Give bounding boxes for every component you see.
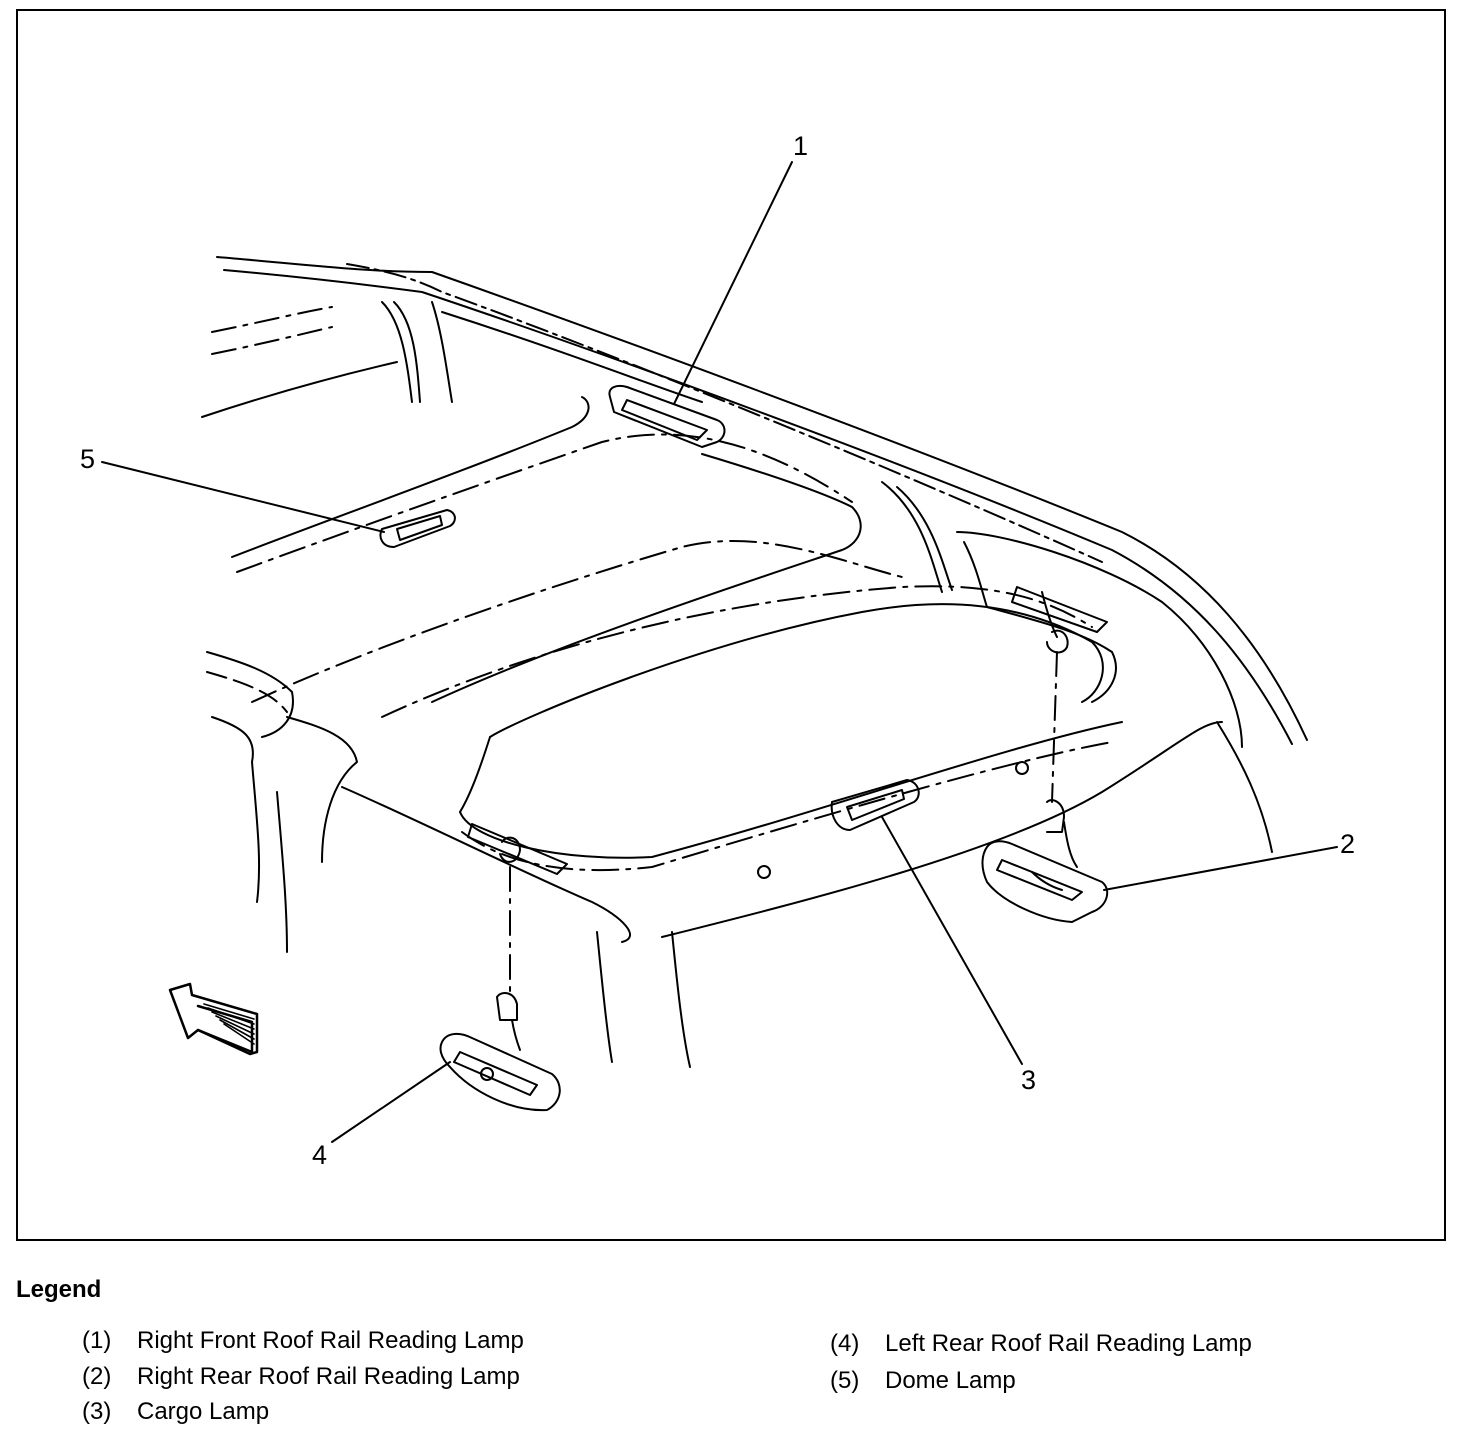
leader-line-1 [673, 161, 793, 405]
legend-item-text: Right Front Roof Rail Reading Lamp [137, 1327, 524, 1354]
legend-item: (1) Right Front Roof Rail Reading Lamp [82, 1327, 524, 1355]
leader-line-4 [331, 1061, 451, 1143]
legend-title: Legend [16, 1276, 102, 1303]
leader-line-5 [101, 461, 385, 533]
left-rear-reading-lamp-shape [439, 823, 568, 1112]
callout-1: 1 [793, 131, 809, 161]
callout-2: 2 [1340, 829, 1356, 859]
callout-4: 4 [312, 1140, 328, 1170]
legend-item: (5) Dome Lamp [830, 1367, 1016, 1395]
legend-item-number: (2) [82, 1363, 112, 1390]
legend: Legend (1) Right Front Roof Rail Reading … [0, 1270, 1472, 1438]
right-front-reading-lamp-shape [608, 384, 726, 448]
diagram-frame: 1 2 3 4 5 [16, 9, 1446, 1241]
legend-item-number: (1) [82, 1327, 112, 1354]
legend-item-number: (4) [830, 1330, 860, 1357]
leader-line-3 [881, 816, 1023, 1065]
legend-item-text: Right Rear Roof Rail Reading Lamp [137, 1363, 520, 1390]
legend-item-text: Cargo Lamp [137, 1398, 270, 1425]
legend-item-text: Left Rear Roof Rail Reading Lamp [885, 1330, 1252, 1357]
legend-item-number: (3) [82, 1398, 112, 1425]
leader-line-2 [1103, 846, 1338, 891]
dome-lamp-shape [379, 509, 456, 548]
legend-item: (2) Right Rear Roof Rail Reading Lamp [82, 1363, 520, 1391]
right-rear-reading-lamp-shape [981, 586, 1109, 923]
callout-5: 5 [80, 444, 96, 474]
legend-item-text: Dome Lamp [885, 1367, 1016, 1394]
legend-item: (3) Cargo Lamp [82, 1398, 269, 1426]
front-pillar [381, 301, 413, 403]
direction-arrow-icon [168, 982, 259, 1056]
rear-pillar [881, 481, 943, 593]
roof-rail-outline [216, 256, 1308, 741]
cargo-lamp-shape [830, 779, 920, 831]
callout-3: 3 [1021, 1065, 1037, 1095]
legend-item: (4) Left Rear Roof Rail Reading Lamp [830, 1330, 1252, 1358]
legend-item-number: (5) [830, 1367, 860, 1394]
center-panel [431, 453, 862, 703]
headliner-illustration [101, 161, 1338, 1143]
